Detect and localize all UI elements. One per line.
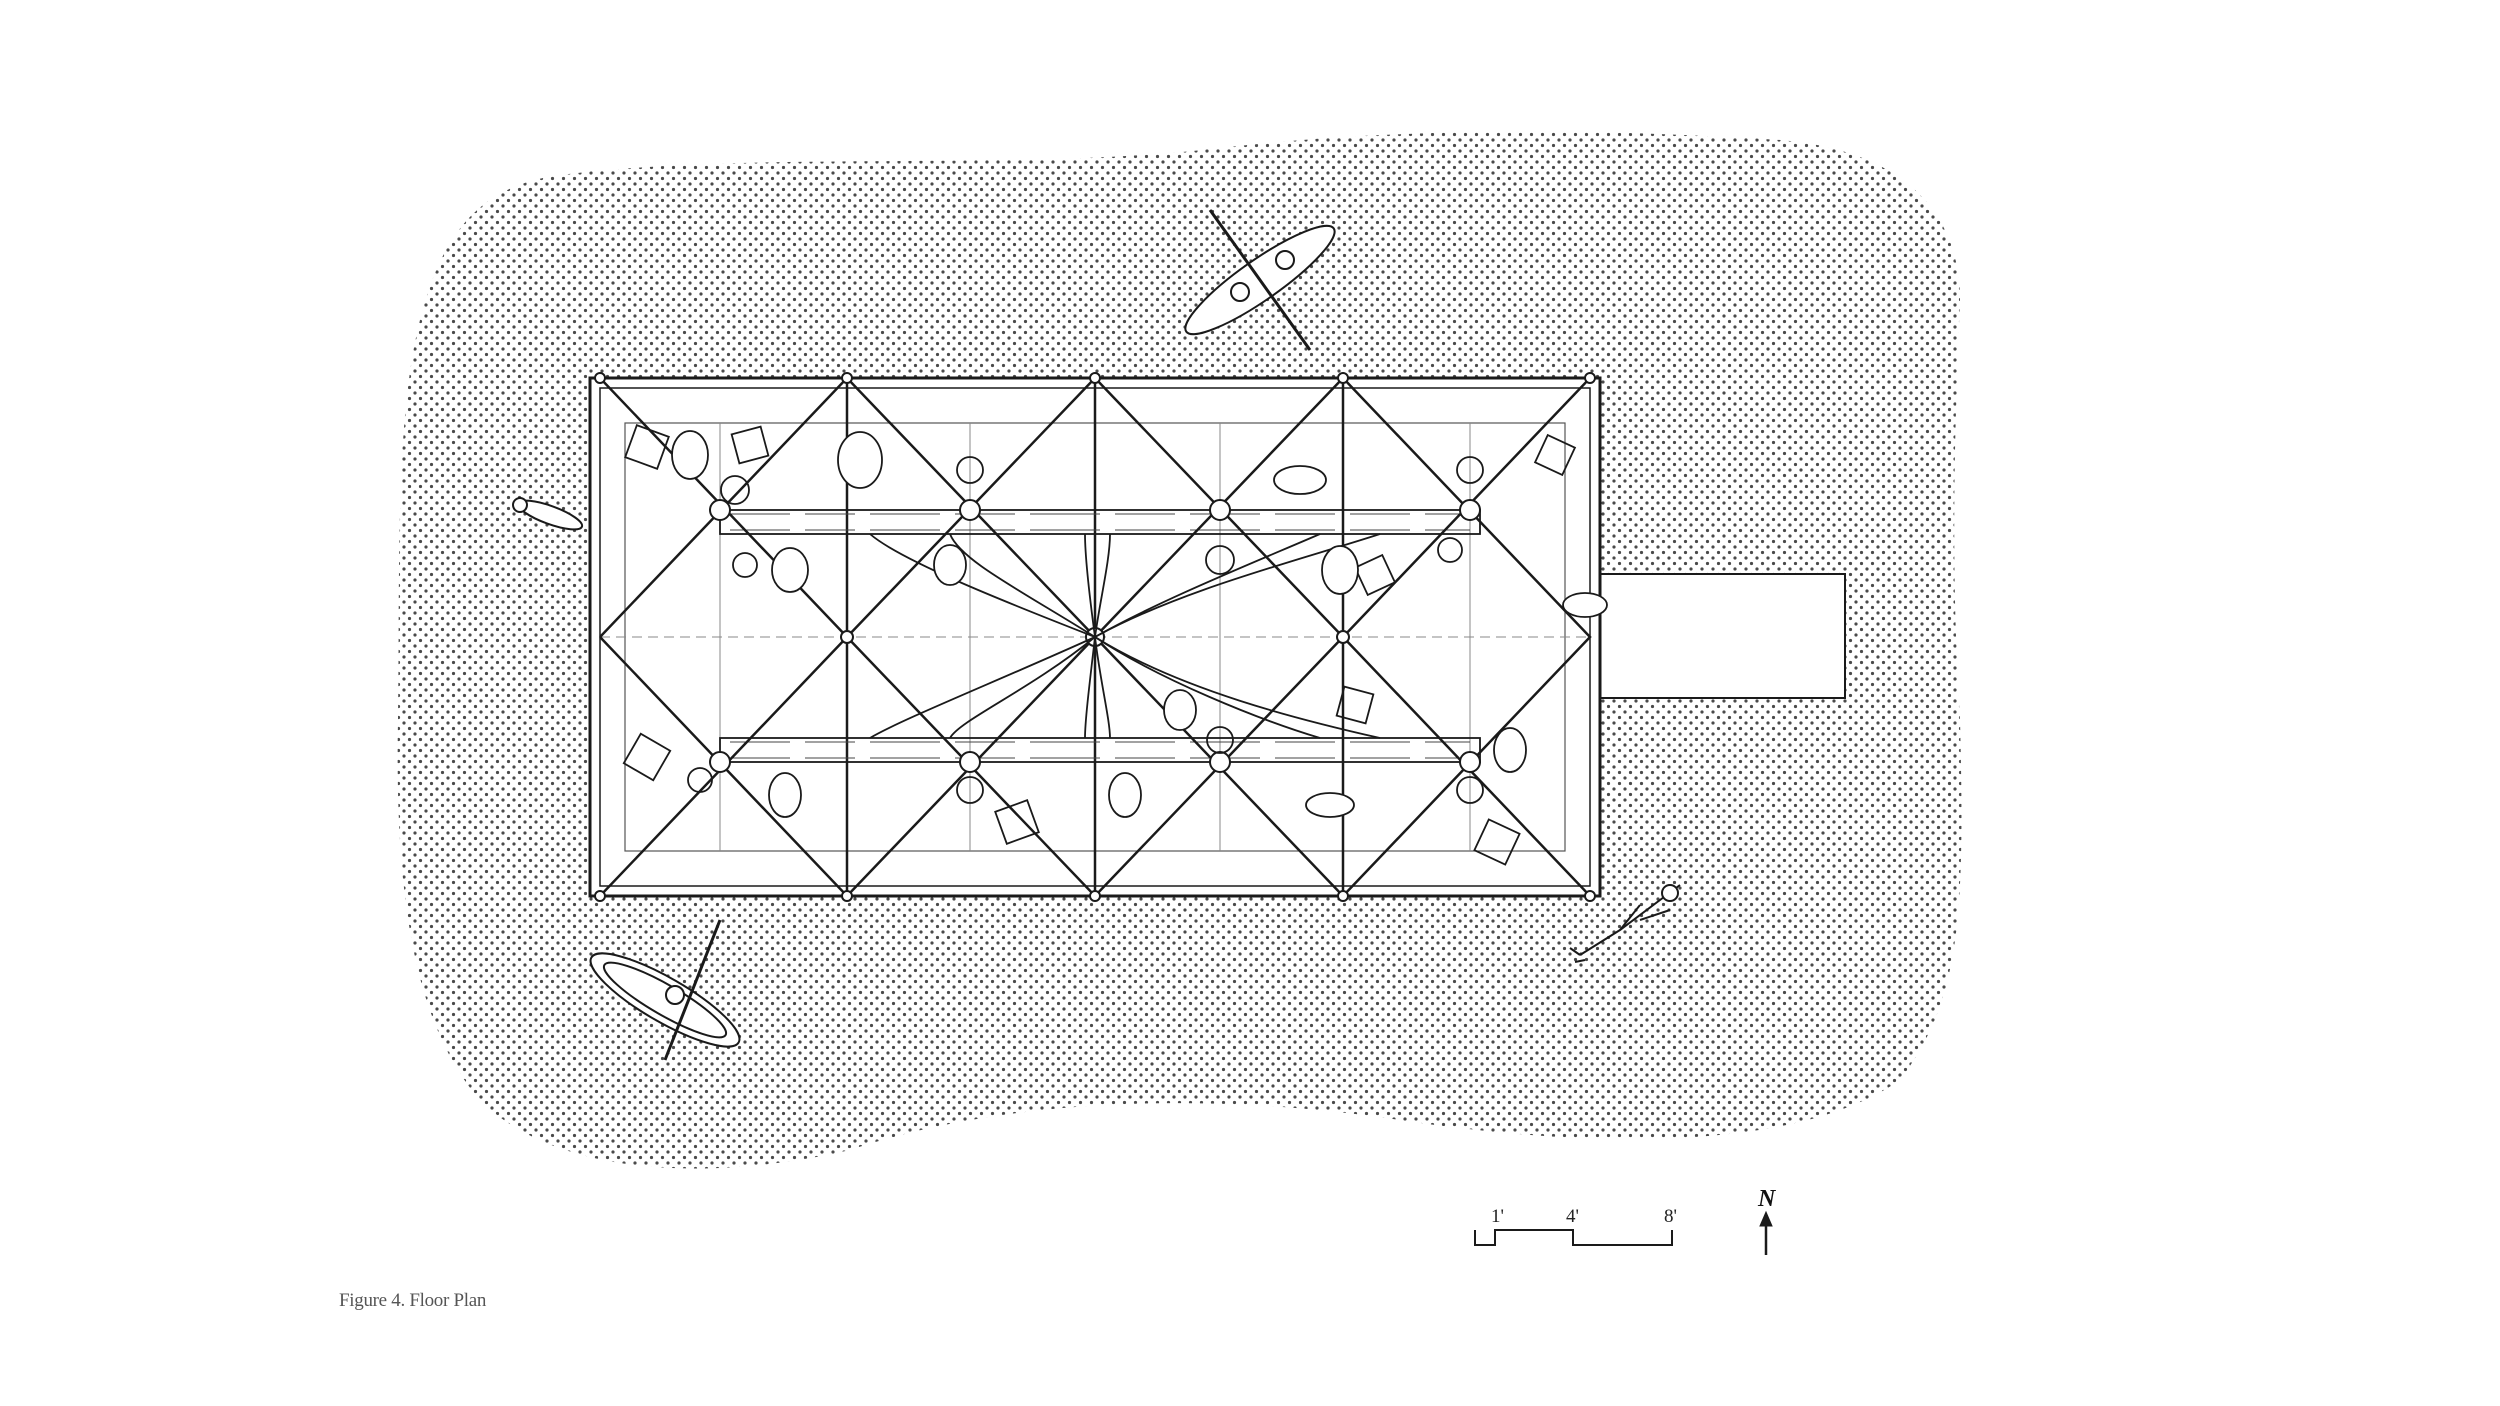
kayak-southwest <box>589 919 741 1061</box>
figure-caption: Figure 4. Floor Plan <box>339 1290 487 1311</box>
scale-bar <box>1474 1229 1673 1246</box>
north-label: N <box>1757 1186 1777 1212</box>
dock <box>1599 573 1846 699</box>
platform <box>588 372 1608 902</box>
scale-label-8: 8' <box>1664 1206 1677 1227</box>
swimmer-west <box>512 497 584 531</box>
scale-label-4: 4' <box>1566 1206 1579 1227</box>
scale-label-1: 1' <box>1491 1206 1504 1227</box>
swimmer-southeast <box>1569 884 1681 963</box>
kayak-north <box>1184 209 1336 351</box>
north-arrow-icon <box>1759 1210 1773 1255</box>
